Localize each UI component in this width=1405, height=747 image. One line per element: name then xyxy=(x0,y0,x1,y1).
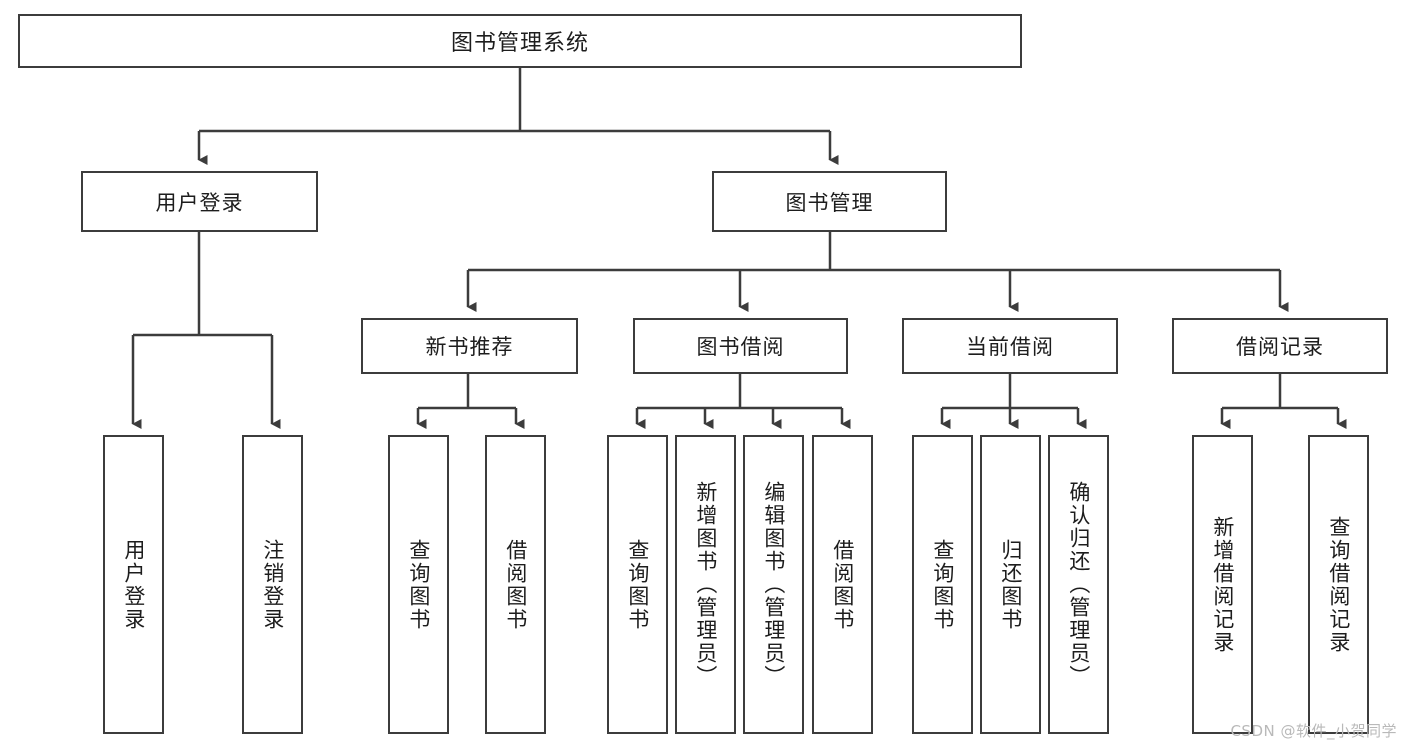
leaf-add-borrow-record[interactable]: 新增借阅记录 xyxy=(1192,435,1253,734)
node-label: 图书管理 xyxy=(785,190,874,215)
node-user-login[interactable]: 用户登录 xyxy=(81,171,318,232)
csdn-watermark: CSDN @软件_小贺同学 xyxy=(1230,722,1397,740)
node-label: 编辑图书（管理员） xyxy=(761,481,786,688)
node-label: 查询借阅记录 xyxy=(1326,515,1351,654)
leaf-query-borrow-record[interactable]: 查询借阅记录 xyxy=(1308,435,1369,734)
node-label: 图书管理系统 xyxy=(450,31,589,56)
leaf-query-book-newbook[interactable]: 查询图书 xyxy=(388,435,449,734)
node-label: 新增图书（管理员） xyxy=(693,481,718,688)
node-label: 图书借阅 xyxy=(696,335,785,359)
leaf-borrow-book[interactable]: 借阅图书 xyxy=(812,435,873,734)
leaf-query-book-current[interactable]: 查询图书 xyxy=(912,435,973,734)
node-label: 查询图书 xyxy=(930,538,955,631)
leaf-confirm-return-admin[interactable]: 确认归还（管理员） xyxy=(1048,435,1109,734)
node-label: 当前借阅 xyxy=(966,335,1054,359)
leaf-logout[interactable]: 注销登录 xyxy=(242,435,303,734)
leaf-query-book-borrow[interactable]: 查询图书 xyxy=(607,435,668,734)
node-label: 新书推荐 xyxy=(425,335,514,359)
node-label: 查询图书 xyxy=(625,538,650,631)
node-book-borrow[interactable]: 图书借阅 xyxy=(633,318,848,374)
node-new-book-recommend[interactable]: 新书推荐 xyxy=(361,318,578,374)
leaf-edit-book-admin[interactable]: 编辑图书（管理员） xyxy=(743,435,804,734)
node-label: 用户登录 xyxy=(155,190,244,215)
leaf-user-login[interactable]: 用户登录 xyxy=(103,435,164,734)
node-label: 归还图书 xyxy=(998,538,1023,631)
node-label: 借阅图书 xyxy=(503,538,528,631)
leaf-return-book[interactable]: 归还图书 xyxy=(980,435,1041,734)
node-borrow-record[interactable]: 借阅记录 xyxy=(1172,318,1388,374)
node-label: 查询图书 xyxy=(406,538,431,631)
leaf-borrow-book-newbook[interactable]: 借阅图书 xyxy=(485,435,546,734)
node-book-management[interactable]: 图书管理 xyxy=(712,171,947,232)
node-label: 借阅记录 xyxy=(1236,335,1324,359)
node-label: 确认归还（管理员） xyxy=(1066,481,1091,688)
leaf-add-book-admin[interactable]: 新增图书（管理员） xyxy=(675,435,736,734)
node-label: 用户登录 xyxy=(121,538,146,631)
node-label: 新增借阅记录 xyxy=(1210,515,1235,654)
node-current-borrow[interactable]: 当前借阅 xyxy=(902,318,1118,374)
node-root-system[interactable]: 图书管理系统 xyxy=(18,14,1022,68)
node-label: 注销登录 xyxy=(260,538,285,631)
node-label: 借阅图书 xyxy=(830,538,855,631)
